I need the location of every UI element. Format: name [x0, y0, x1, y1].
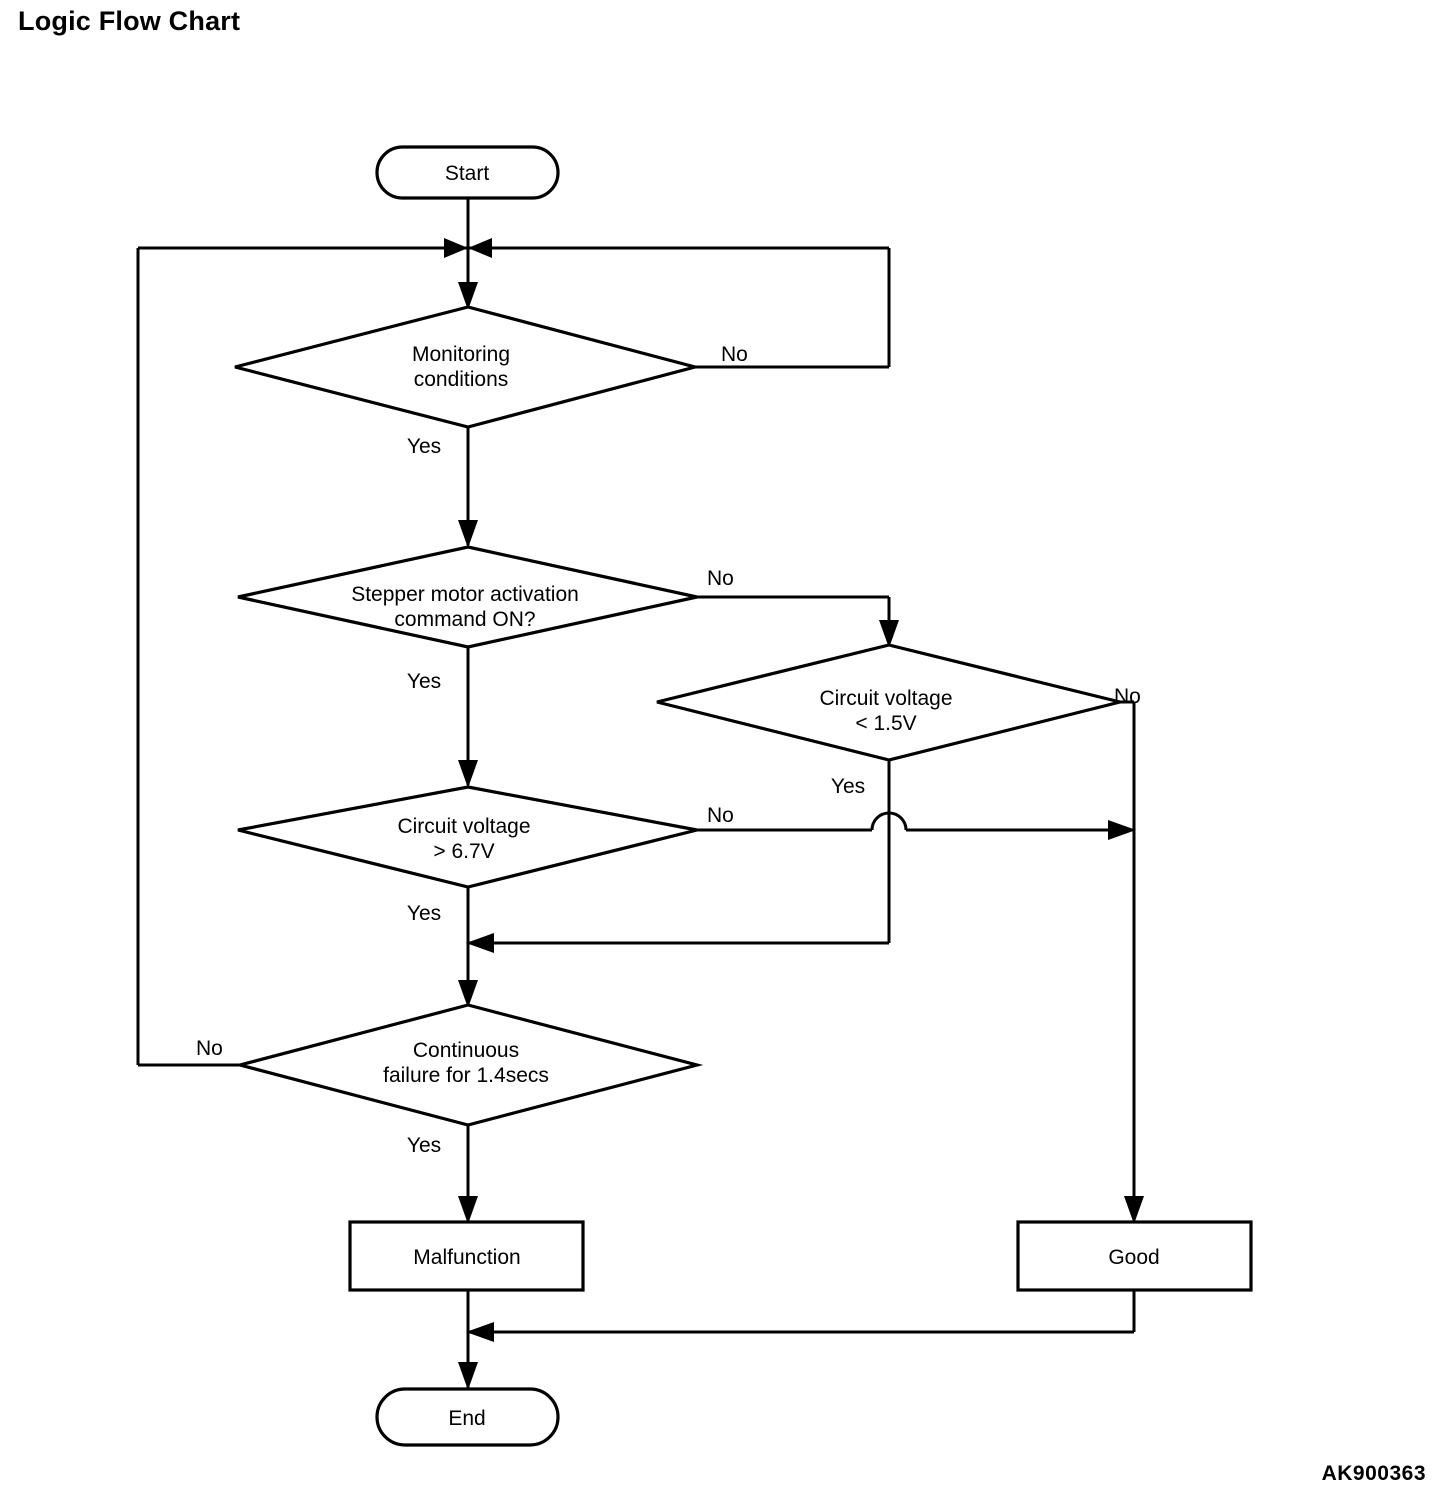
monitoring-label-line1: Monitoring: [412, 343, 510, 366]
node-end[interactable]: End: [375, 1387, 560, 1447]
continuous-yes-label: Yes: [407, 1134, 441, 1157]
page-title: Logic Flow Chart: [18, 6, 241, 36]
continuous-no-label: No: [196, 1037, 223, 1060]
stepper-decision-shape: [237, 545, 698, 649]
monitoring-decision-shape: [234, 305, 702, 429]
circuit-voltage-high-decision-shape: [237, 785, 698, 889]
node-monitoring-conditions[interactable]: Monitoring conditions: [234, 305, 702, 429]
node-stepper-motor-activation[interactable]: Stepper motor activation command ON?: [237, 545, 698, 649]
malfunction-label: Malfunction: [413, 1246, 520, 1269]
stepper-yes-label: Yes: [407, 670, 441, 693]
circuit-voltage-low-decision-shape: [656, 643, 1121, 762]
arrowhead-voltlow-yes-merge: [466, 933, 494, 953]
arrowhead-into-circuit-voltage-high: [458, 760, 478, 788]
monitoring-no-label: No: [721, 343, 748, 366]
arrowhead-merge-from-left: [444, 238, 468, 258]
continuous-label-line1: Continuous: [413, 1039, 519, 1062]
line-hop-arc-icon: [870, 811, 908, 831]
circuit-voltage-high-label-line2: > 6.7V: [433, 840, 494, 863]
continuous-failure-decision-shape: [233, 1003, 704, 1127]
circuit-voltage-low-label-line2: < 1.5V: [855, 712, 916, 735]
start-label: Start: [445, 162, 490, 185]
arrowhead-merge-from-right: [468, 238, 492, 258]
node-good[interactable]: Good: [1016, 1220, 1253, 1292]
circuit-voltage-low-label-line1: Circuit voltage: [819, 687, 952, 710]
arrowhead-volthigh-no-to-good-trunk: [1108, 820, 1136, 840]
circuit-voltage-high-no-label: No: [707, 804, 734, 827]
end-label: End: [448, 1407, 485, 1430]
arrowhead-into-continuous: [458, 980, 478, 1008]
malfunction-box-shape: [348, 1220, 585, 1292]
node-continuous-failure[interactable]: Continuous failure for 1.4secs: [233, 1003, 704, 1127]
node-start[interactable]: Start: [375, 145, 560, 200]
arrowhead-into-good: [1124, 1196, 1144, 1224]
figure-reference-code: AK900363: [1321, 1462, 1426, 1485]
arrowhead-into-circuit-voltage-low: [879, 620, 899, 648]
node-malfunction[interactable]: Malfunction: [348, 1220, 585, 1292]
circuit-voltage-low-yes-label: Yes: [831, 775, 865, 798]
monitoring-yes-label: Yes: [407, 435, 441, 458]
good-box-shape: [1016, 1220, 1253, 1292]
arrowhead-into-stepper: [458, 520, 478, 548]
arrowhead-into-monitoring: [458, 282, 478, 310]
monitoring-label-line2: conditions: [414, 368, 509, 391]
node-circuit-voltage-high[interactable]: Circuit voltage > 6.7V: [237, 785, 698, 889]
circuit-voltage-high-label-line1: Circuit voltage: [397, 815, 530, 838]
arrowhead-into-malfunction: [458, 1196, 478, 1224]
end-terminator-shape: [375, 1387, 560, 1447]
continuous-label-line2: failure for 1.4secs: [383, 1064, 549, 1087]
stepper-label-line2: command ON?: [394, 608, 535, 631]
arrowhead-into-end: [458, 1362, 478, 1390]
good-label: Good: [1108, 1246, 1159, 1269]
arrowhead-good-merge-to-end: [466, 1322, 494, 1342]
stepper-no-label: No: [707, 567, 734, 590]
circuit-voltage-low-no-label: No: [1114, 685, 1141, 708]
node-circuit-voltage-low[interactable]: Circuit voltage < 1.5V: [656, 643, 1121, 762]
start-terminator-shape: [375, 145, 560, 200]
circuit-voltage-high-yes-label: Yes: [407, 902, 441, 925]
stepper-label-line1: Stepper motor activation: [351, 583, 579, 606]
